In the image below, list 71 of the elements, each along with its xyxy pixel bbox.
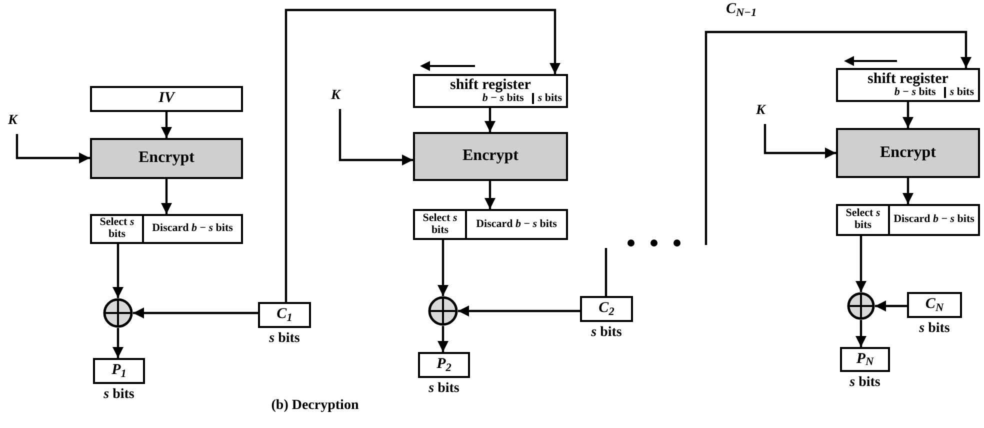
encrypt-box: [836, 128, 980, 178]
ciphertext-box: [580, 296, 633, 322]
shift-register-box: [413, 74, 568, 108]
discard-label: Discard b − s bits: [152, 223, 233, 235]
arrow: [438, 240, 448, 296]
box-label: P$_{1}$: [112, 363, 126, 379]
ciphertext-box: [258, 302, 311, 328]
key-label: K: [756, 104, 774, 124]
bit-width-label: s bits: [104, 387, 134, 402]
key-label: K: [8, 114, 26, 134]
bit-width-label: s bits: [428, 381, 460, 396]
arrow: [112, 244, 124, 298]
ciphertext-box: [907, 292, 962, 318]
arrow: [438, 326, 448, 352]
arrow: [704, 30, 972, 245]
box-label: C$_{N}$: [925, 297, 944, 313]
connector-line: [604, 248, 608, 296]
key-label: K: [331, 89, 349, 109]
arrow: [133, 308, 258, 318]
discard-label: Discard b − s bits: [894, 214, 974, 226]
register-part-label: s bits: [538, 92, 562, 104]
bit-width-label: s bits: [850, 375, 880, 390]
shift-register-box: [836, 68, 980, 102]
arrow: [856, 320, 866, 347]
arrow: [484, 181, 496, 209]
discard-label: Discard b − s bits: [476, 218, 557, 230]
plaintext-box: [418, 352, 470, 378]
box-label: IV: [158, 91, 174, 107]
select-label: Select s bits: [422, 212, 458, 236]
box-label: P$_{2}$: [436, 357, 452, 373]
arrow: [161, 112, 172, 138]
register-part-label: b − s bits: [894, 86, 936, 98]
block-label: Encrypt: [138, 150, 194, 167]
register-label: shift register: [450, 77, 531, 93]
box-label: P$_{N}$: [856, 352, 874, 368]
select-discard-box: [90, 214, 243, 244]
plaintext-box: [840, 347, 890, 372]
encrypt-box: [90, 138, 243, 179]
input-box: [90, 86, 243, 112]
encrypt-box: [413, 132, 568, 181]
block-label: Encrypt: [880, 144, 936, 162]
arrow: [856, 236, 866, 292]
register-part-label: s bits: [950, 86, 974, 98]
arrow: [902, 178, 914, 204]
caption: (b) Decryption: [271, 398, 359, 413]
arrow: [16, 134, 90, 164]
bit-width-label: s bits: [919, 321, 950, 336]
arrow: [764, 124, 836, 158]
xor-symbol: [103, 298, 133, 328]
select-discard-box: [413, 209, 568, 240]
xor-symbol: [428, 296, 458, 326]
box-label: C$_{2}$: [598, 301, 614, 317]
arrow: [458, 306, 580, 316]
bit-width-label: s bits: [591, 325, 622, 340]
arrow: [161, 179, 172, 214]
select-label: Select s bits: [98, 217, 136, 241]
arrow: [338, 109, 413, 166]
plaintext-box: [93, 358, 145, 384]
register-label: shift register: [868, 71, 948, 87]
arrow: [875, 300, 907, 312]
block-label: Encrypt: [462, 148, 518, 165]
arrow: [902, 102, 914, 128]
select-label: Select s bits: [844, 208, 882, 232]
register-part-label: b − s bits: [482, 92, 524, 104]
arrow: [484, 108, 496, 132]
select-discard-box: [836, 204, 980, 236]
bit-width-label: s bits: [269, 331, 300, 346]
xor-symbol: [847, 292, 875, 320]
arrow: [112, 328, 124, 358]
box-label: C$_{1}$: [276, 307, 292, 323]
arrow: [284, 8, 560, 302]
